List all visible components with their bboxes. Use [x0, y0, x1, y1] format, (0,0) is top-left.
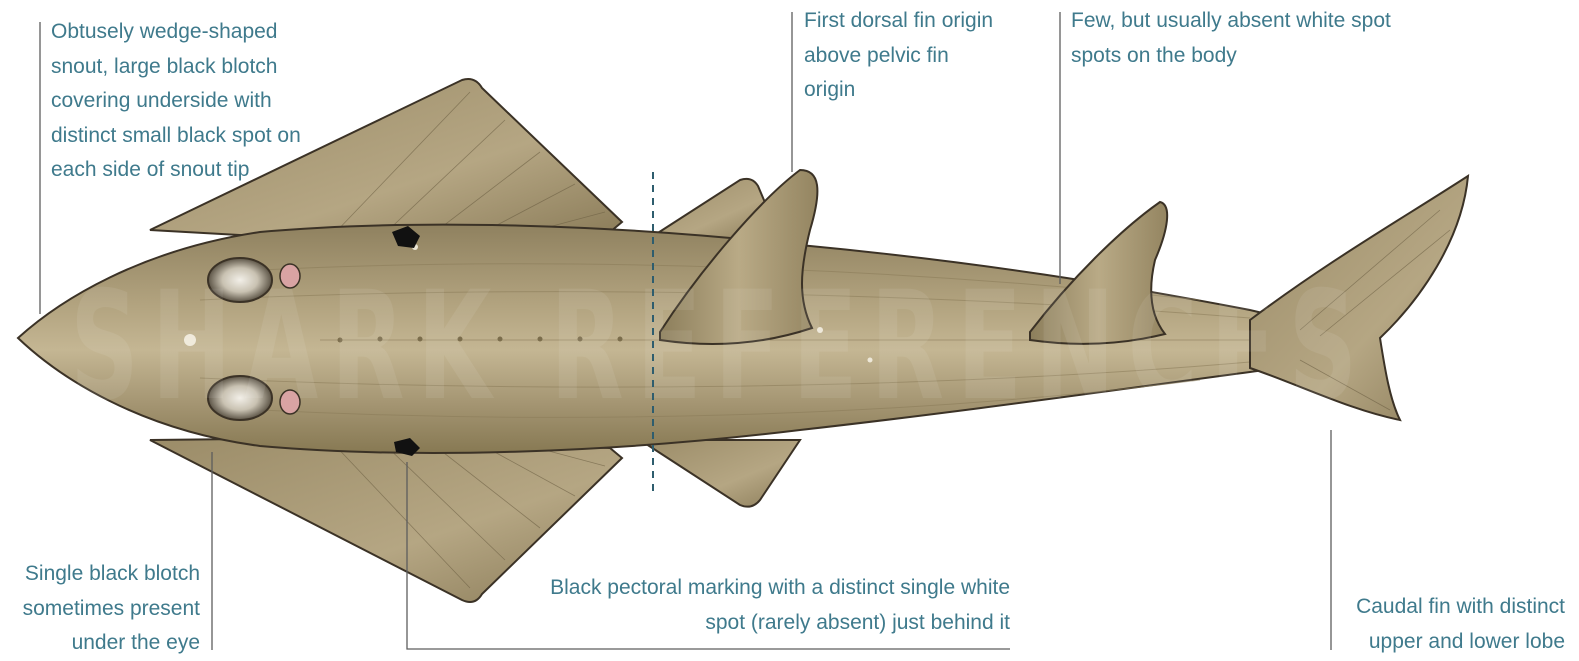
annotation-snout: Obtusely wedge-shaped snout, large black… [51, 15, 301, 188]
annotation-line: covering underside with [51, 84, 301, 119]
annotation-line: origin [804, 73, 993, 108]
annotation-line: under the eye [23, 626, 200, 661]
annotation-line: Single black blotch [23, 557, 200, 592]
annotation-line: upper and lower lobe [1356, 625, 1565, 660]
annotation-line: Caudal fin with distinct [1356, 590, 1565, 625]
annotation-line: First dorsal fin origin [804, 4, 993, 39]
annotation-eye-blotch: Single black blotch sometimes present un… [23, 557, 200, 661]
annotation-line: Obtusely wedge-shaped [51, 15, 301, 50]
annotation-caudal: Caudal fin with distinct upper and lower… [1356, 590, 1565, 659]
lower-pelvic-fin [640, 440, 800, 507]
annotation-line: snout, large black blotch [51, 50, 301, 85]
annotation-dorsal-fin: First dorsal fin origin above pelvic fin… [804, 4, 993, 108]
annotation-line: spots on the body [1071, 39, 1391, 74]
annotation-white-spots: Few, but usually absent white spot spots… [1071, 4, 1391, 73]
annotation-line: Few, but usually absent white spot [1071, 4, 1391, 39]
annotation-line: each side of snout tip [51, 153, 301, 188]
annotation-line: spot (rarely absent) just behind it [550, 606, 1010, 641]
annotation-line: distinct small black spot on [51, 119, 301, 154]
watermark: SHARK REFERENCES [70, 260, 1370, 434]
annotation-pectoral: Black pectoral marking with a distinct s… [550, 571, 1010, 640]
annotation-line: above pelvic fin [804, 39, 993, 74]
annotation-line: Black pectoral marking with a distinct s… [550, 571, 1010, 606]
annotation-line: sometimes present [23, 592, 200, 627]
